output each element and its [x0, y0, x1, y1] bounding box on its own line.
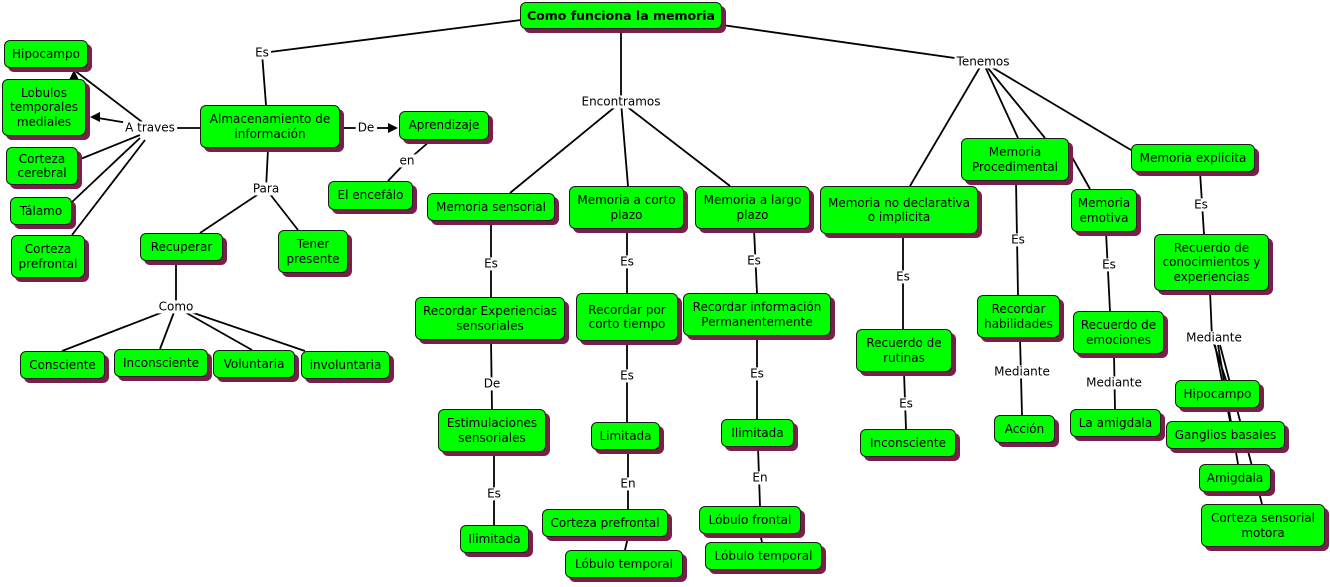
link-label-mediante-explicita: Mediante — [1184, 330, 1244, 345]
node-lobulo-temporal-2[interactable]: Lóbulo temporal — [705, 542, 822, 570]
link-label-es-largo-2: Es — [748, 366, 766, 381]
node-almacenamiento[interactable]: Almacenamiento de información — [200, 105, 340, 148]
connector-line — [721, 24, 984, 63]
connector-line — [265, 188, 299, 231]
link-label-es-explicita: Es — [1192, 197, 1210, 212]
node-memoria-procedimental[interactable]: Memoria Procedimental — [961, 138, 1069, 181]
link-label-es-emotiva: Es — [1100, 257, 1118, 272]
node-corteza-sensorial-motora[interactable]: Corteza sensorial motora — [1201, 504, 1325, 547]
connector-line — [909, 61, 984, 187]
link-label-mediante-procedimental: Mediante — [992, 364, 1052, 379]
link-label-de-sensorial: De — [481, 376, 503, 391]
node-lobulos-temporales[interactable]: Lobulos temporales mediales — [2, 79, 86, 136]
link-label-es-top: Es — [253, 45, 271, 60]
connector-line — [759, 533, 763, 543]
link-label-es-sensorial: Es — [482, 256, 500, 271]
node-recordar-corto-tiempo[interactable]: Recordar por corto tiempo — [576, 293, 678, 341]
node-memoria-largo-plazo[interactable]: Memoria a largo plazo — [695, 186, 810, 229]
link-label-de: De — [355, 120, 377, 135]
link-label-es-largo: Es — [745, 253, 763, 268]
link-label-a-traves: A traves — [123, 120, 177, 135]
link-label-para: Para — [250, 181, 282, 196]
connector-line — [175, 306, 253, 351]
node-memoria-sensorial[interactable]: Memoria sensorial — [427, 193, 555, 221]
node-ilimitada-sensorial[interactable]: Ilimitada — [460, 525, 529, 553]
node-corteza-prefrontal-left[interactable]: Corteza prefrontal — [11, 235, 85, 278]
link-label-es-no-declarativa: Es — [894, 269, 912, 284]
connector-line — [77, 134, 141, 161]
connector-line — [159, 306, 177, 350]
connector-line — [620, 101, 731, 187]
connector-line — [982, 61, 1132, 151]
node-recuerdo-rutinas[interactable]: Recuerdo de rutinas — [856, 329, 952, 372]
node-lobulo-temporal-1[interactable]: Lóbulo temporal — [565, 550, 683, 578]
node-inconsciente-right[interactable]: Inconsciente — [860, 429, 956, 457]
node-accion[interactable]: Acción — [994, 415, 1055, 443]
connector-line — [1209, 290, 1213, 339]
node-talamo[interactable]: Tálamo — [10, 197, 72, 225]
arrow-aprendizaje — [388, 123, 398, 133]
node-corteza-prefrontal-mid[interactable]: Corteza prefrontal — [542, 509, 668, 537]
arrow-lobulos — [90, 112, 100, 122]
connector-line — [73, 69, 151, 129]
node-inconsciente-left[interactable]: Inconsciente — [114, 349, 208, 377]
node-recordar-experiencias[interactable]: Recordar Experiencias sensoriales — [415, 297, 565, 340]
node-aprendizaje[interactable]: Aprendizaje — [399, 111, 489, 140]
link-label-como: Como — [156, 299, 196, 314]
node-involuntaria[interactable]: involuntaria — [301, 351, 390, 379]
node-recordar-habilidades[interactable]: Recordar habilidades — [977, 295, 1060, 338]
node-hipocampo-right[interactable]: Hipocampo — [1175, 380, 1260, 408]
node-recuerdo-conocimientos[interactable]: Recuerdo de conocimientos y experiencias — [1154, 234, 1269, 291]
link-label-tenemos: Tenemos — [954, 54, 1012, 69]
connector-line — [261, 19, 522, 54]
node-memoria-explicita[interactable]: Memoria explicita — [1131, 144, 1255, 172]
node-memoria-corto-plazo[interactable]: Memoria a corto plazo — [569, 186, 684, 229]
link-label-encontramos: Encontramos — [579, 94, 663, 109]
link-label-en-corto: En — [618, 476, 638, 491]
node-memoria-no-declarativa[interactable]: Memoria no declarativa o implicita — [820, 186, 978, 234]
node-ganglios-basales[interactable]: Ganglios basales — [1166, 421, 1285, 449]
node-hipocampo-left[interactable]: Hipocampo — [4, 40, 88, 68]
connector-line — [982, 61, 1019, 139]
node-la-amigdala[interactable]: La amigdala — [1070, 409, 1161, 437]
link-label-es-corto-2: Es — [618, 368, 636, 383]
connector-line — [1211, 337, 1227, 381]
connector-line — [509, 101, 622, 194]
connector-line — [265, 148, 269, 190]
connector-line — [490, 339, 493, 410]
node-limitada[interactable]: Limitada — [591, 422, 660, 450]
link-label-en: en — [397, 153, 417, 168]
node-como-funciona-la-memoria[interactable]: Como funciona la memoria — [520, 2, 722, 29]
node-corteza-cerebral[interactable]: Corteza cerebral — [6, 147, 78, 185]
connector-line — [71, 137, 141, 203]
connector-line — [982, 61, 1046, 139]
node-recuperar[interactable]: Recuperar — [140, 233, 223, 261]
connector-line — [620, 101, 629, 187]
arrow-hipocampo — [69, 70, 79, 80]
link-label-es-corto: Es — [618, 254, 636, 269]
connector-line — [1067, 149, 1091, 190]
node-ilimitada-largo[interactable]: Ilimitada — [721, 419, 794, 447]
node-memoria-emotiva[interactable]: Memoria emotiva — [1071, 189, 1137, 232]
connector-line — [261, 52, 267, 106]
link-label-es-sensorial-2: Es — [485, 486, 503, 501]
connector-line — [199, 188, 267, 234]
link-label-en-largo: En — [750, 470, 770, 485]
node-tener-presente[interactable]: Tener presente — [278, 230, 348, 273]
connector-line — [71, 139, 146, 236]
node-lobulo-frontal[interactable]: Lóbulo frontal — [699, 506, 801, 534]
node-recuerdo-emociones[interactable]: Recuerdo de emociones — [1073, 311, 1164, 354]
node-recordar-permanentemente[interactable]: Recordar información Permanentemente — [683, 293, 831, 336]
connector-line — [624, 536, 629, 551]
link-label-mediante-emotiva: Mediante — [1084, 375, 1144, 390]
node-estimulaciones[interactable]: Estimulaciones sensoriales — [438, 409, 546, 452]
node-consciente[interactable]: Consciente — [20, 351, 105, 379]
link-label-es-no-declarativa-2: Es — [897, 396, 915, 411]
connector-line — [175, 306, 306, 352]
node-voluntaria[interactable]: Voluntaria — [213, 350, 295, 378]
node-el-encefalo[interactable]: El encefálo — [328, 181, 413, 210]
connector-line — [61, 306, 177, 352]
node-amigdala-right[interactable]: Amigdala — [1199, 464, 1271, 492]
link-label-es-procedimental: Es — [1009, 232, 1027, 247]
